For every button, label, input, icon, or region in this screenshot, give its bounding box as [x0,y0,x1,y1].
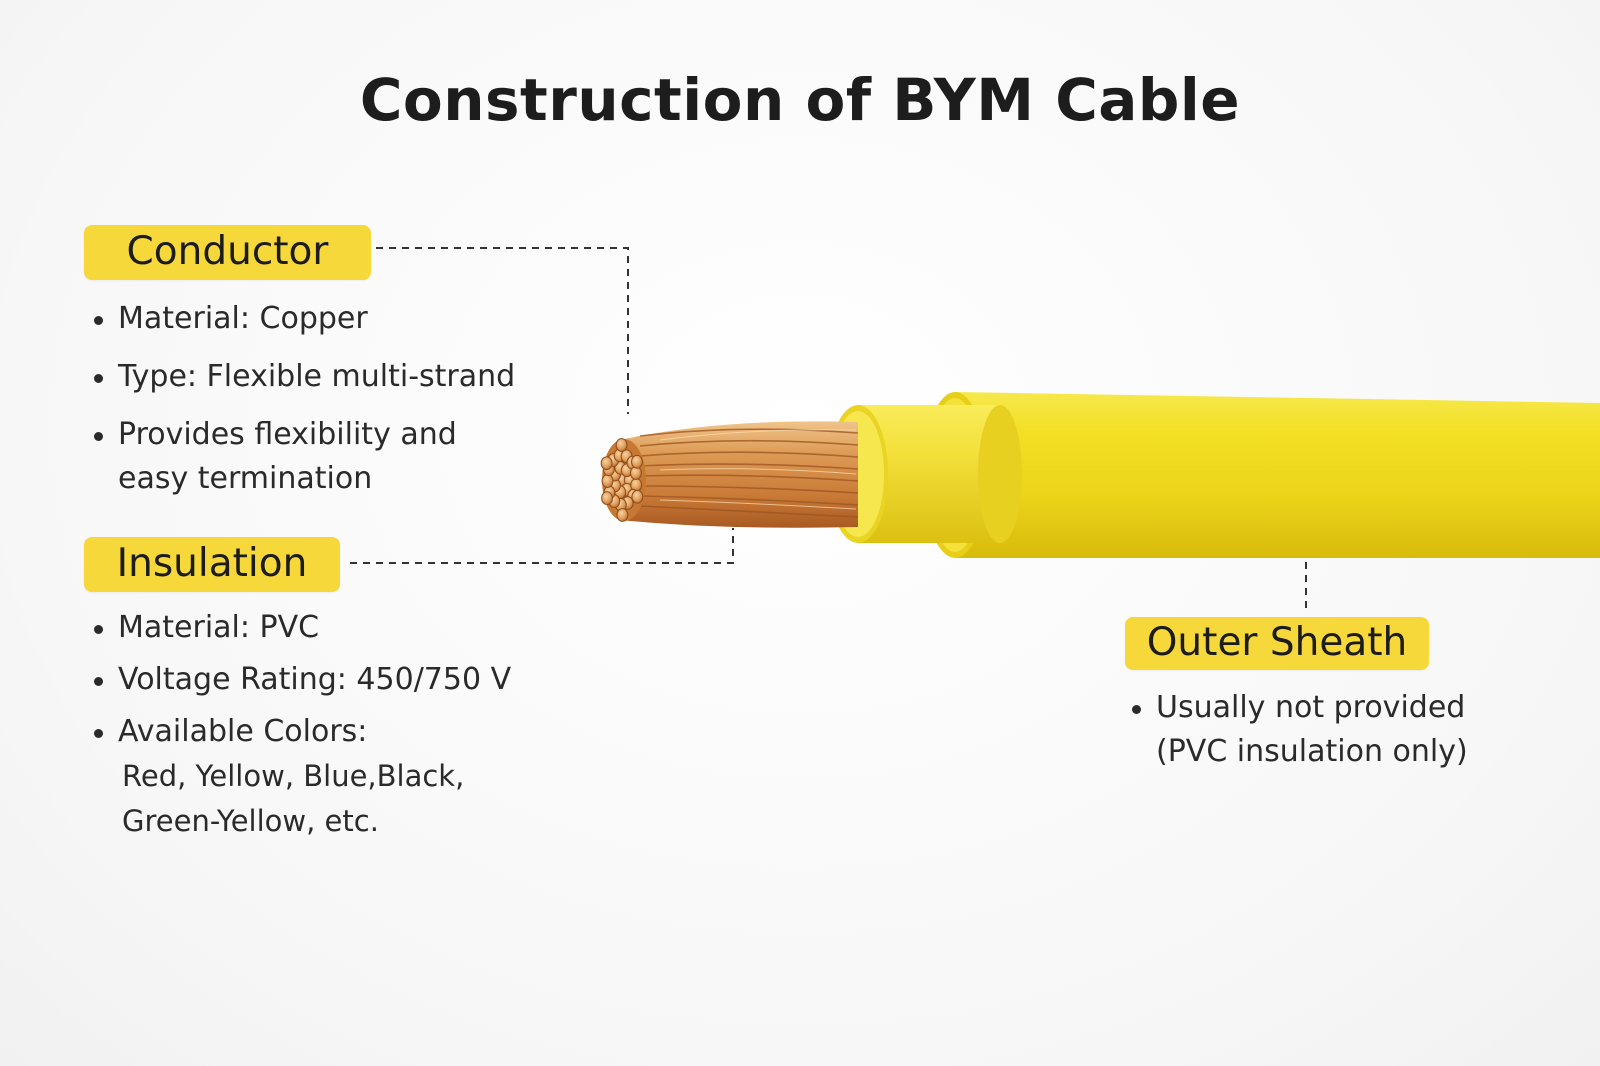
page-title: Construction of BYM Cable [359,66,1241,134]
colors-line-2: Green-Yellow, etc. [122,804,379,838]
leader-lines [350,247,1307,608]
list-item-text: Provides flexibility and [118,417,457,452]
list-item-text-continued: (PVC insulation only) [1156,734,1468,769]
outer-sheath-shape [923,392,1600,558]
strand-end [600,456,613,471]
list-item: Voltage Rating: 450/750 V [88,658,588,702]
conductor-details-list: Material: Copper Type: Flexible multi-st… [88,297,558,501]
strand-end [601,491,613,506]
list-item: Material: Copper [88,297,558,341]
list-item: Provides flexibility and easy terminatio… [88,413,558,501]
list-item: Material: PVC [88,606,588,650]
strand-end [616,508,629,522]
strand-end [631,454,643,469]
insulation-details-list: Material: PVC Voltage Rating: 450/750 V … [88,606,588,852]
copper-conductor-shape [602,421,859,528]
conductor-label-tag: Conductor [84,225,371,280]
strand-end [601,474,614,488]
outer-sheath-details-list: Usually not provided (PVC insulation onl… [1126,686,1526,774]
list-item: Type: Flexible multi-strand [88,355,558,399]
strand-end [615,438,628,452]
copper-conductor-strands-icon [600,438,644,522]
list-item: Available Colors: Red, Yellow, Blue,Blac… [88,710,588,844]
list-item-text-continued: easy termination [118,461,373,496]
colors-line-1: Red, Yellow, Blue,Black, [122,759,465,793]
strand-end [631,489,644,504]
outer-sheath-label-tag: Outer Sheath [1125,617,1429,670]
list-item: Usually not provided (PVC insulation onl… [1126,686,1526,774]
insulation-label-tag: Insulation [84,537,340,592]
conductor-leader-line [376,247,629,414]
list-item-text: Available Colors: [118,714,368,749]
list-item-text: Usually not provided [1156,690,1466,725]
insulation-leader-line [350,528,734,564]
